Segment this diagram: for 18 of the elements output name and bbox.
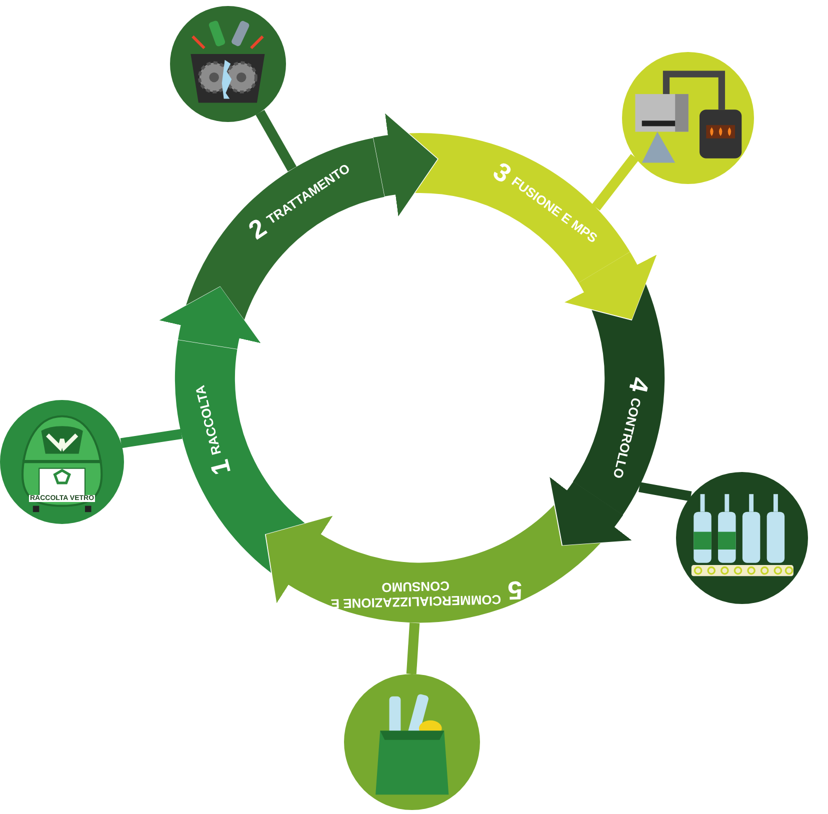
cycle-segment bbox=[409, 133, 630, 283]
cycle-segment bbox=[573, 284, 665, 515]
connector-line bbox=[592, 154, 639, 210]
cycle-arrow bbox=[266, 516, 332, 604]
cycle-arrow bbox=[373, 113, 438, 216]
connector-line bbox=[256, 110, 297, 172]
connector-line bbox=[638, 482, 692, 502]
cycle-segment bbox=[175, 340, 305, 573]
cycle-arrow bbox=[549, 477, 632, 546]
connector-line bbox=[120, 429, 182, 448]
connector-line bbox=[406, 622, 420, 674]
step-number: 4 bbox=[625, 375, 654, 396]
step-number: 1 bbox=[206, 457, 236, 478]
cycle-segment bbox=[186, 138, 385, 320]
cycle-arrow bbox=[159, 286, 261, 350]
step-number: 5 bbox=[507, 577, 522, 604]
cycle-arrow bbox=[564, 252, 656, 320]
cycle-segment bbox=[301, 505, 601, 623]
